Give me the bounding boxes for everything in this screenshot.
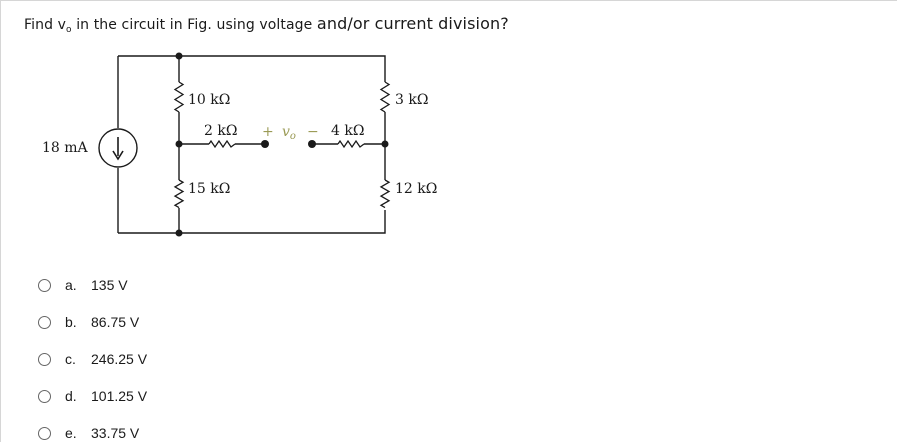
- option-letter: e.: [65, 425, 77, 441]
- option-value: 101.25 V: [91, 388, 148, 404]
- option-letter: c.: [65, 351, 76, 367]
- option-value: 86.75 V: [91, 314, 140, 330]
- vo-label: vo: [282, 124, 296, 142]
- option-letter: d.: [65, 388, 77, 404]
- r2-label: 2 kΩ: [204, 123, 237, 139]
- node-right: [381, 140, 389, 148]
- question-part-2: in the circuit in Fig. using voltage: [71, 17, 317, 33]
- r5-label: 15 kΩ: [188, 181, 230, 197]
- option-a[interactable]: a. 135 V: [38, 273, 128, 297]
- plus-label: +: [262, 124, 274, 140]
- resistor-4k-icon: [337, 139, 365, 149]
- question-part-1: Find v: [24, 17, 67, 33]
- terminal-minus: [308, 140, 316, 148]
- r4-label: 3 kΩ: [395, 92, 428, 108]
- resistor-3k-icon: [379, 81, 391, 113]
- resistor-10k-icon: [173, 81, 185, 113]
- source-label: 18 mA: [42, 140, 89, 156]
- question-part-4: current division?: [369, 14, 509, 33]
- node-top-mid: [175, 52, 183, 60]
- radio-icon[interactable]: [38, 426, 51, 440]
- resistor-2k-icon: [208, 139, 236, 149]
- question-text: Find vo in the circuit in Fig. using vol…: [24, 14, 509, 35]
- option-b[interactable]: b. 86.75 V: [38, 310, 139, 334]
- minus-label: −: [307, 124, 319, 140]
- node-mid-left: [175, 140, 183, 148]
- option-value: 135 V: [91, 277, 128, 293]
- resistor-12k-icon: [379, 179, 391, 209]
- terminal-plus: [261, 140, 269, 148]
- question-subscript: o: [66, 25, 72, 35]
- option-letter: a.: [65, 277, 77, 293]
- node-bottom-mid: [175, 229, 183, 237]
- option-c[interactable]: c. 246.25 V: [38, 347, 147, 371]
- option-d[interactable]: d. 101.25 V: [38, 384, 147, 408]
- question-part-3: and/or: [316, 14, 370, 33]
- vo-base: v: [282, 124, 290, 140]
- option-e[interactable]: e. 33.75 V: [38, 421, 139, 445]
- r3-label: 4 kΩ: [331, 123, 364, 139]
- option-letter: b.: [65, 314, 77, 330]
- wire-top-right: [179, 55, 386, 82]
- radio-icon[interactable]: [38, 389, 51, 403]
- resistor-15k-icon: [173, 179, 185, 209]
- r6-label: 12 kΩ: [395, 181, 437, 197]
- option-value: 246.25 V: [91, 351, 148, 367]
- vo-sub: o: [290, 131, 296, 142]
- current-arrow-icon: [112, 137, 124, 161]
- radio-icon[interactable]: [38, 352, 51, 366]
- option-value: 33.75 V: [91, 425, 140, 441]
- radio-icon[interactable]: [38, 315, 51, 329]
- radio-icon[interactable]: [38, 278, 51, 292]
- wire-bottom-right: [179, 210, 386, 234]
- r1-label: 10 kΩ: [188, 92, 230, 108]
